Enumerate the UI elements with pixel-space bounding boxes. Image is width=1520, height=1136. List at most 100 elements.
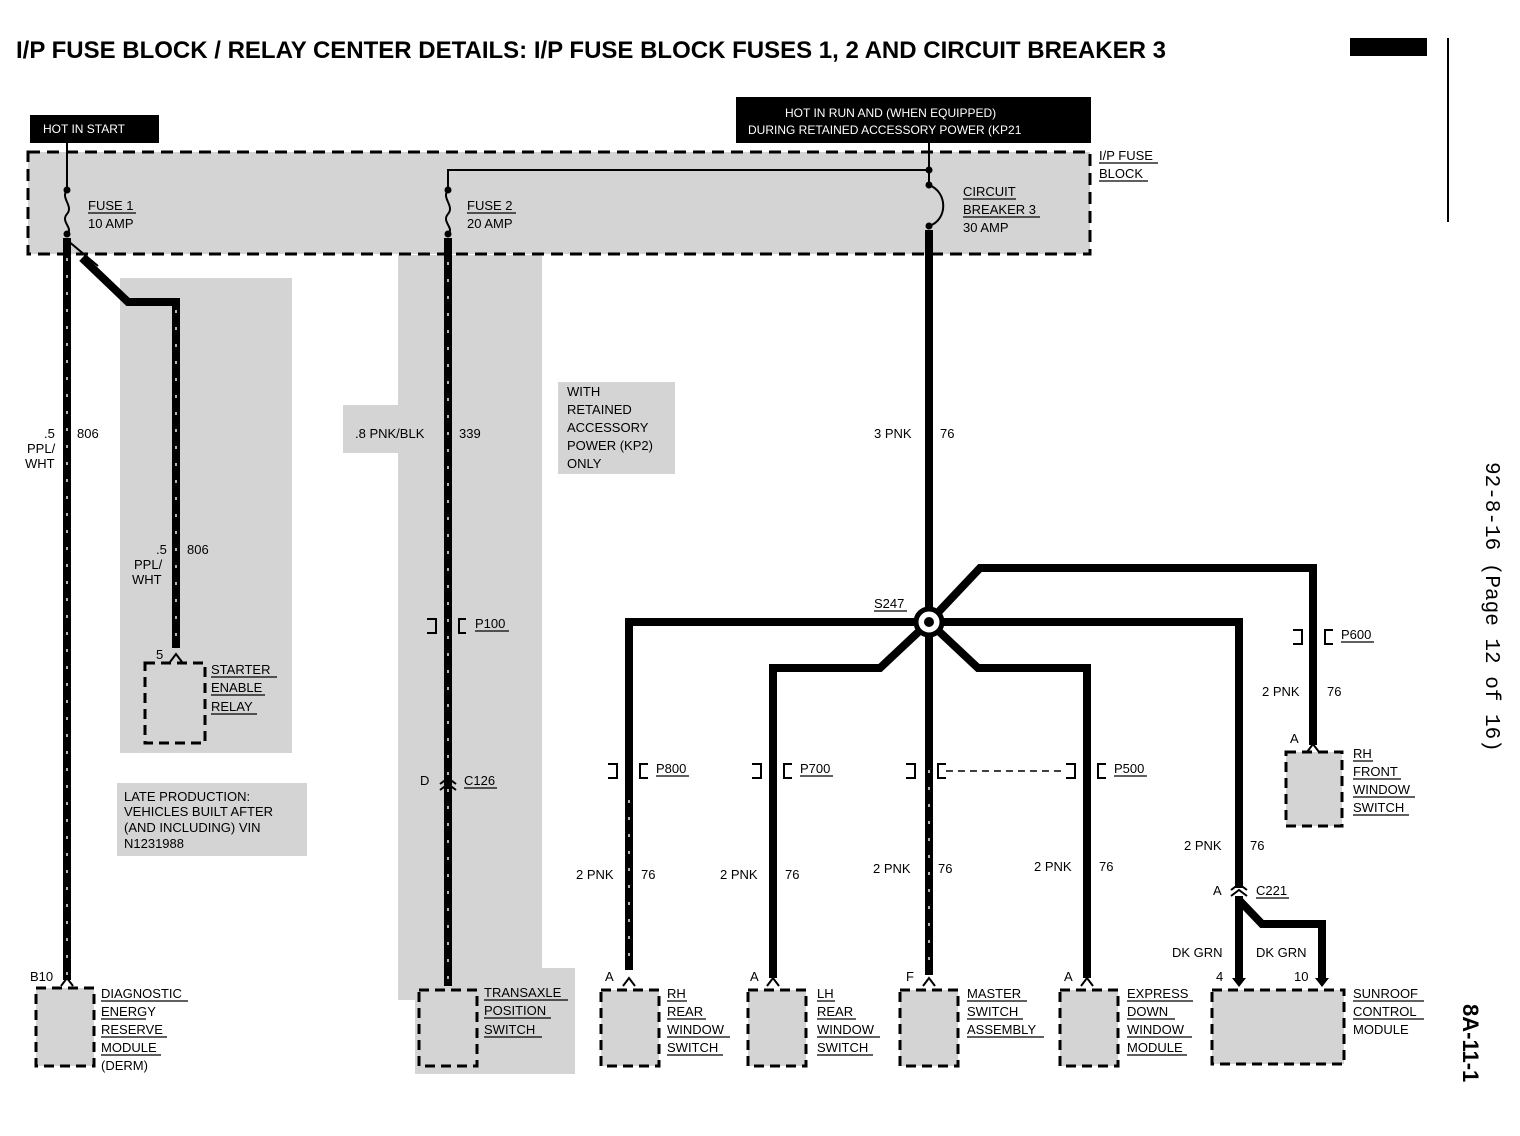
fuse1-rating: 10 AMP [88,216,134,231]
express-line4: MODULE [1127,1040,1183,1055]
c221-pin: A [1213,883,1222,898]
w76-lr-circuit: 76 [785,867,799,882]
c126-label: C126 [464,773,495,788]
lh-rear-line2: REAR [817,1004,853,1019]
w76-sr-spec: 2 PNK [1184,838,1222,853]
sunroof-line2: CONTROL [1353,1004,1417,1019]
retained-1: WITH [567,384,600,399]
w339-spec: .8 PNK/BLK [355,426,425,441]
c126-pin: D [420,773,429,788]
transaxle-line3: SWITCH [484,1022,535,1037]
fuse-block-outline [26,150,1092,256]
wire-76-lh-rear [769,619,932,978]
rh-front-line2: FRONT [1353,764,1398,779]
master-switch-assembly [898,988,960,1068]
retained-3: ACCESSORY [567,420,649,435]
p800-right-icon [639,763,648,779]
wire-dkgrn-10 [1236,897,1326,978]
page-number: 8A-11-1 [1458,1004,1483,1082]
p800-label: P800 [656,761,686,776]
transaxle-line2: POSITION [484,1003,546,1018]
run-bus [447,143,930,190]
wire-76-rh-rear [625,618,929,970]
fuse2-name: FUSE 2 [467,198,513,213]
p500-mid-icon [937,763,946,779]
transaxle-line1: TRANSAXLE [484,985,562,1000]
late-note-4: N1231988 [124,836,184,851]
p700-left-icon [752,763,762,779]
c126-icon [439,776,457,791]
lh-rear-terminal-icon [766,976,780,987]
wire-806-starter [79,255,180,648]
derm-extra: (DERM) [101,1058,148,1073]
dkgrn-1: DK GRN [1172,945,1223,960]
p500-right-icon [1097,763,1106,779]
master-line1: MASTER [967,986,1021,1001]
w76-lr-spec: 2 PNK [720,867,758,882]
rh-front-terminal-icon [1306,742,1320,753]
w806b-color2: WHT [132,572,162,587]
express-line3: WINDOW [1127,1022,1185,1037]
transaxle-position-switch [417,988,479,1068]
starter-line3: RELAY [211,699,253,714]
c221-icon [1230,882,1248,897]
rh-rear-window-switch [599,988,661,1068]
w76-main-circuit: 76 [940,426,954,441]
breaker3-rating: 30 AMP [963,220,1009,235]
wire-76-rh-front [926,564,1317,745]
late-note-2: VEHICLES BUILT AFTER [124,804,273,819]
express-terminal-icon [1080,976,1094,987]
retained-2: RETAINED [567,402,632,417]
s247-label: S247 [874,596,904,611]
fuse1-icon [64,189,70,235]
w806a-size: .5 [44,426,55,441]
rh-front-window-switch [1284,750,1344,828]
p100-left-icon [427,618,437,634]
sunroof-terminal-10-icon [1315,978,1329,987]
rh-front-line3: WINDOW [1353,782,1411,797]
p500-left-icon [906,763,916,779]
p500-right-left-icon [1066,763,1076,779]
rh-front-line1: RH [1353,746,1372,761]
late-note-shade [117,783,307,856]
derm-terminal-icon [60,976,74,987]
w806a-circuit: 806 [77,426,99,441]
wire-76-sunroof [929,618,1243,888]
breaker3-icon [928,184,945,227]
derm-module [34,986,96,1068]
derm-line3: RESERVE [101,1022,163,1037]
rh-front-pin: A [1290,731,1299,746]
lh-rear-window-switch [746,988,808,1068]
derm-pin: B10 [30,969,53,984]
p600-right-icon [1324,629,1333,645]
w806b-circuit: 806 [187,542,209,557]
sunroof-pin2: 10 [1294,969,1308,984]
retained-5: ONLY [567,456,602,471]
fuse2-rating: 20 AMP [467,216,513,231]
rh-rear-pin: A [605,969,614,984]
sunroof-pin1: 4 [1216,969,1223,984]
derm-line4: MODULE [101,1040,157,1055]
rh-rear-line2: REAR [667,1004,703,1019]
p500-label: P500 [1114,761,1144,776]
rh-rear-terminal-icon [622,976,636,987]
w806a-color2: WHT [25,456,55,471]
starter-line2: ENABLE [211,680,263,695]
express-line2: DOWN [1127,1004,1168,1019]
p600-left-icon [1293,629,1303,645]
w76-ms-spec: 2 PNK [873,861,911,876]
w339-label-shade [343,405,408,453]
breaker3-name1: CIRCUIT [963,184,1016,199]
hot-in-run-line1: HOT IN RUN AND (WHEN EQUIPPED) [785,106,996,120]
hot-in-start-label: HOT IN START [43,122,126,136]
fuse-block-label-1: I/P FUSE [1099,148,1153,163]
fuse2-icon [445,189,451,235]
late-note-1: LATE PRODUCTION: [124,789,250,804]
w76-sr-circuit: 76 [1250,838,1264,853]
w76-rr-spec: 2 PNK [576,867,614,882]
lh-rear-pin: A [750,969,759,984]
rh-front-line4: SWITCH [1353,800,1404,815]
fuse1-name: FUSE 1 [88,198,134,213]
lh-rear-line3: WINDOW [817,1022,875,1037]
